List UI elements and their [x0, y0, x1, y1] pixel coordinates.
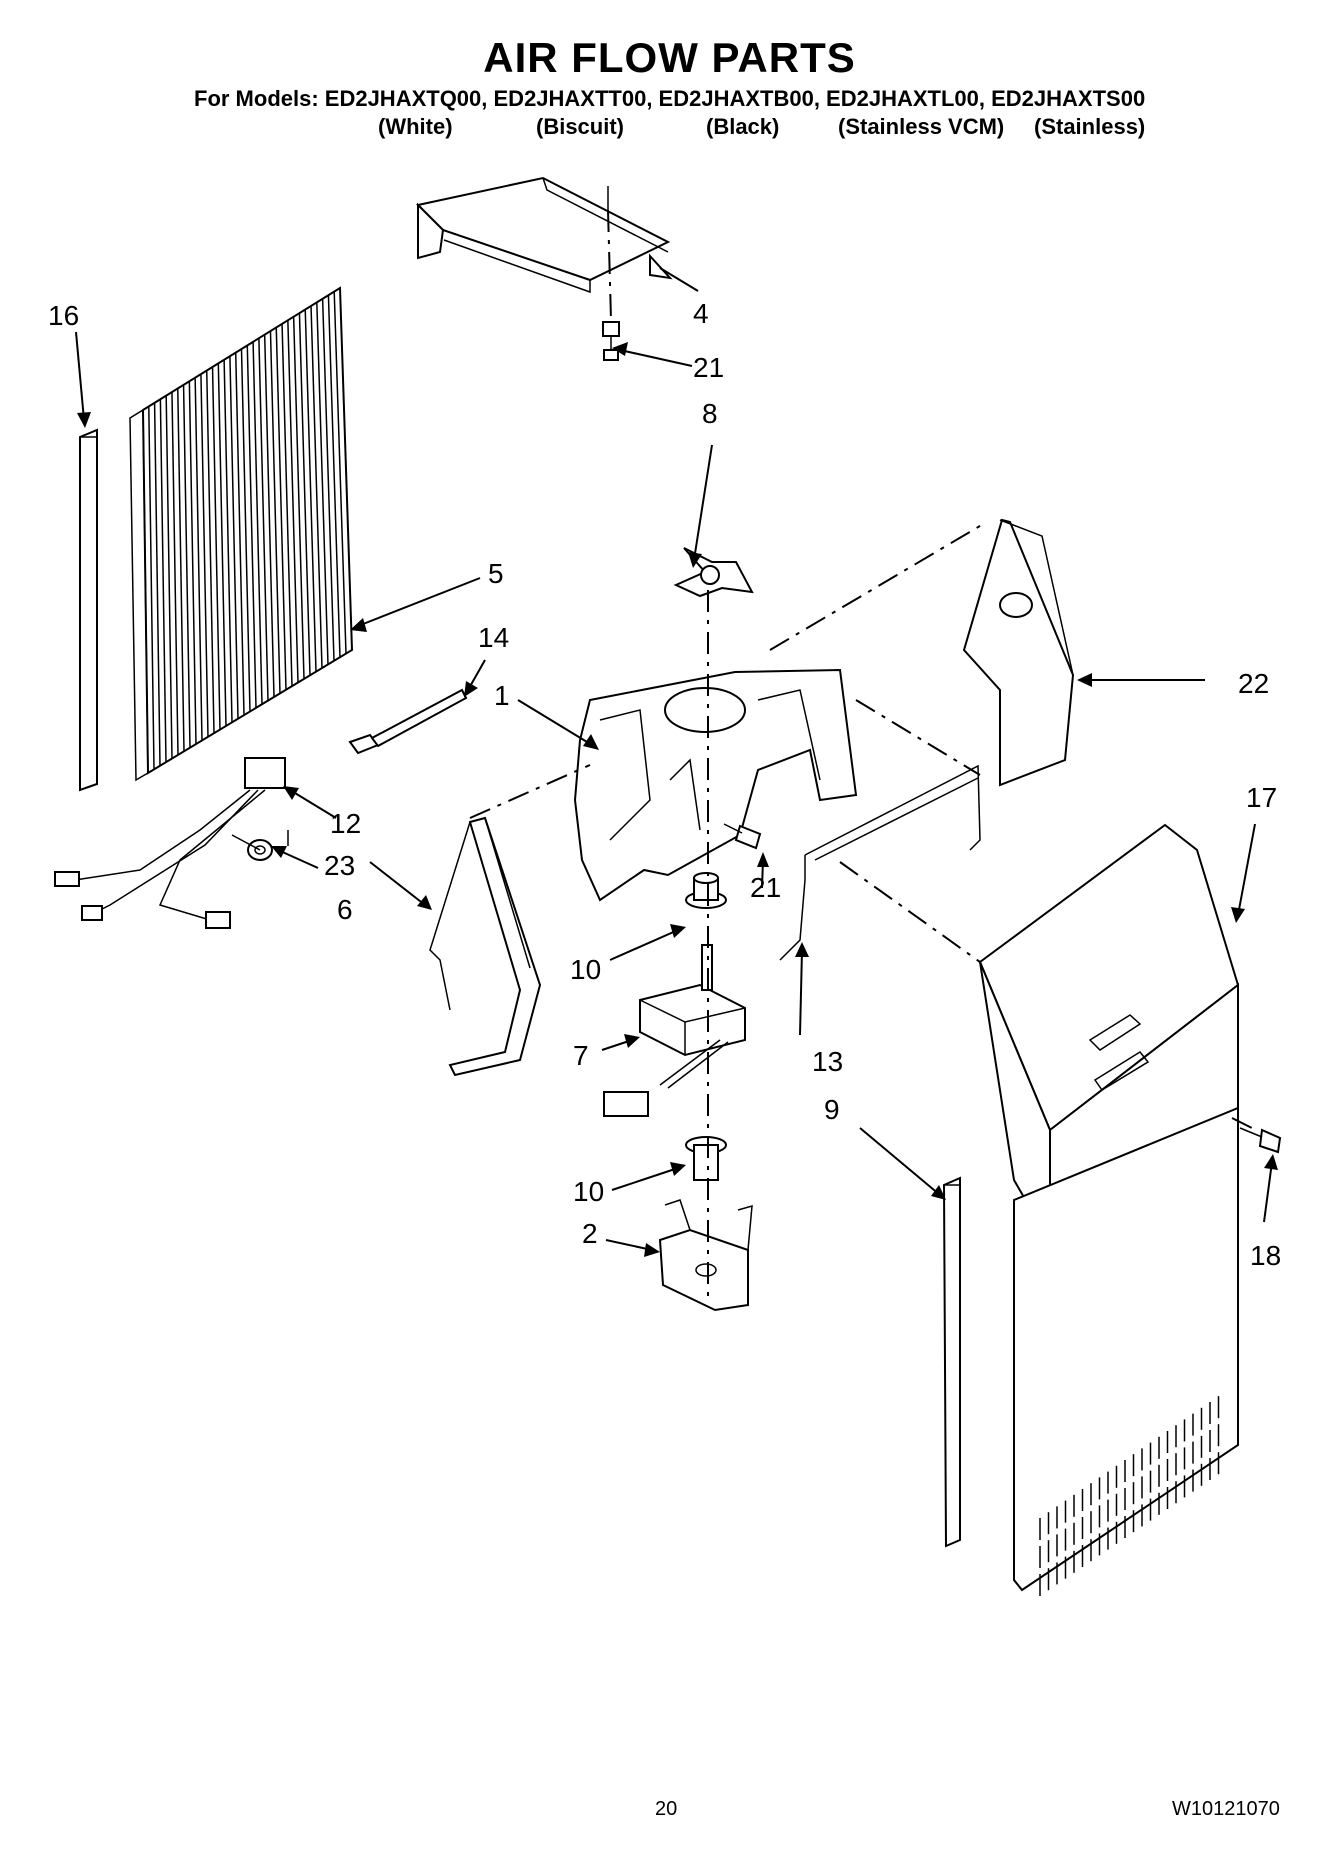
- part-21-screw-mid: [723, 823, 762, 850]
- callout-13: 13: [812, 1046, 844, 1077]
- color-biscuit: (Biscuit): [536, 114, 624, 139]
- callout-18: 18: [1250, 1240, 1282, 1271]
- part-13-bracket: [779, 764, 981, 961]
- part-22-side-panel: [962, 518, 1075, 787]
- callout-9: 9: [824, 1094, 840, 1125]
- callout-6: 6: [337, 894, 353, 925]
- part-1-fan-housing: [573, 668, 858, 902]
- callout-23: 23: [324, 850, 356, 881]
- callout-17: 17: [1246, 782, 1278, 813]
- part-10-grommet-bottom: [685, 1136, 727, 1181]
- part-18-screw: [1239, 1127, 1282, 1154]
- color-white: (White): [378, 114, 453, 139]
- leader-arrows: [75, 253, 1278, 1257]
- callout-14: 14: [478, 622, 510, 653]
- callout-12: 12: [330, 808, 362, 839]
- page-number: 20: [655, 1798, 678, 1820]
- callout-8: 8: [702, 398, 718, 429]
- part-23-left-panel: [429, 816, 542, 1077]
- part-16-strip: [79, 428, 98, 792]
- part-4-duct-cover: [415, 176, 671, 294]
- part-7-fan-motor: [603, 944, 746, 1117]
- models-line: For Models: ED2JHAXTQ00, ED2JHAXTT00, ED…: [194, 86, 1146, 111]
- callout-10-bottom: 10: [573, 1176, 605, 1207]
- callout-1: 1: [494, 680, 510, 711]
- page-title: AIR FLOW PARTS: [483, 34, 856, 81]
- callout-21-top: 21: [693, 352, 725, 383]
- callout-7: 7: [573, 1040, 589, 1071]
- assembly-lines: [469, 209, 1257, 1300]
- callout-10-top: 10: [570, 954, 602, 985]
- callout-22: 22: [1238, 668, 1270, 699]
- doc-number: W10121070: [1172, 1798, 1280, 1820]
- part-12-wire-harness: [54, 757, 289, 929]
- callout-5: 5: [488, 558, 504, 589]
- callout-16: 16: [48, 300, 80, 331]
- part-21-screw-top: [602, 321, 620, 361]
- color-black: (Black): [706, 114, 780, 139]
- part-9-strip: [942, 1176, 961, 1548]
- color-stainless: (Stainless): [1034, 114, 1146, 139]
- part-2-motor-bracket: [658, 1199, 753, 1312]
- callout-2: 2: [582, 1218, 598, 1249]
- color-stainless-vcm: (Stainless VCM): [838, 114, 1005, 139]
- part-8-fan-blade: [673, 547, 754, 598]
- part-10-grommet-top: [685, 872, 727, 909]
- callout-21-mid: 21: [750, 872, 782, 903]
- part-5-cover-panel: [129, 286, 354, 782]
- part-14-cable-tie: [348, 688, 468, 755]
- part-17-duct-assembly: [978, 823, 1240, 1596]
- callout-4: 4: [693, 298, 709, 329]
